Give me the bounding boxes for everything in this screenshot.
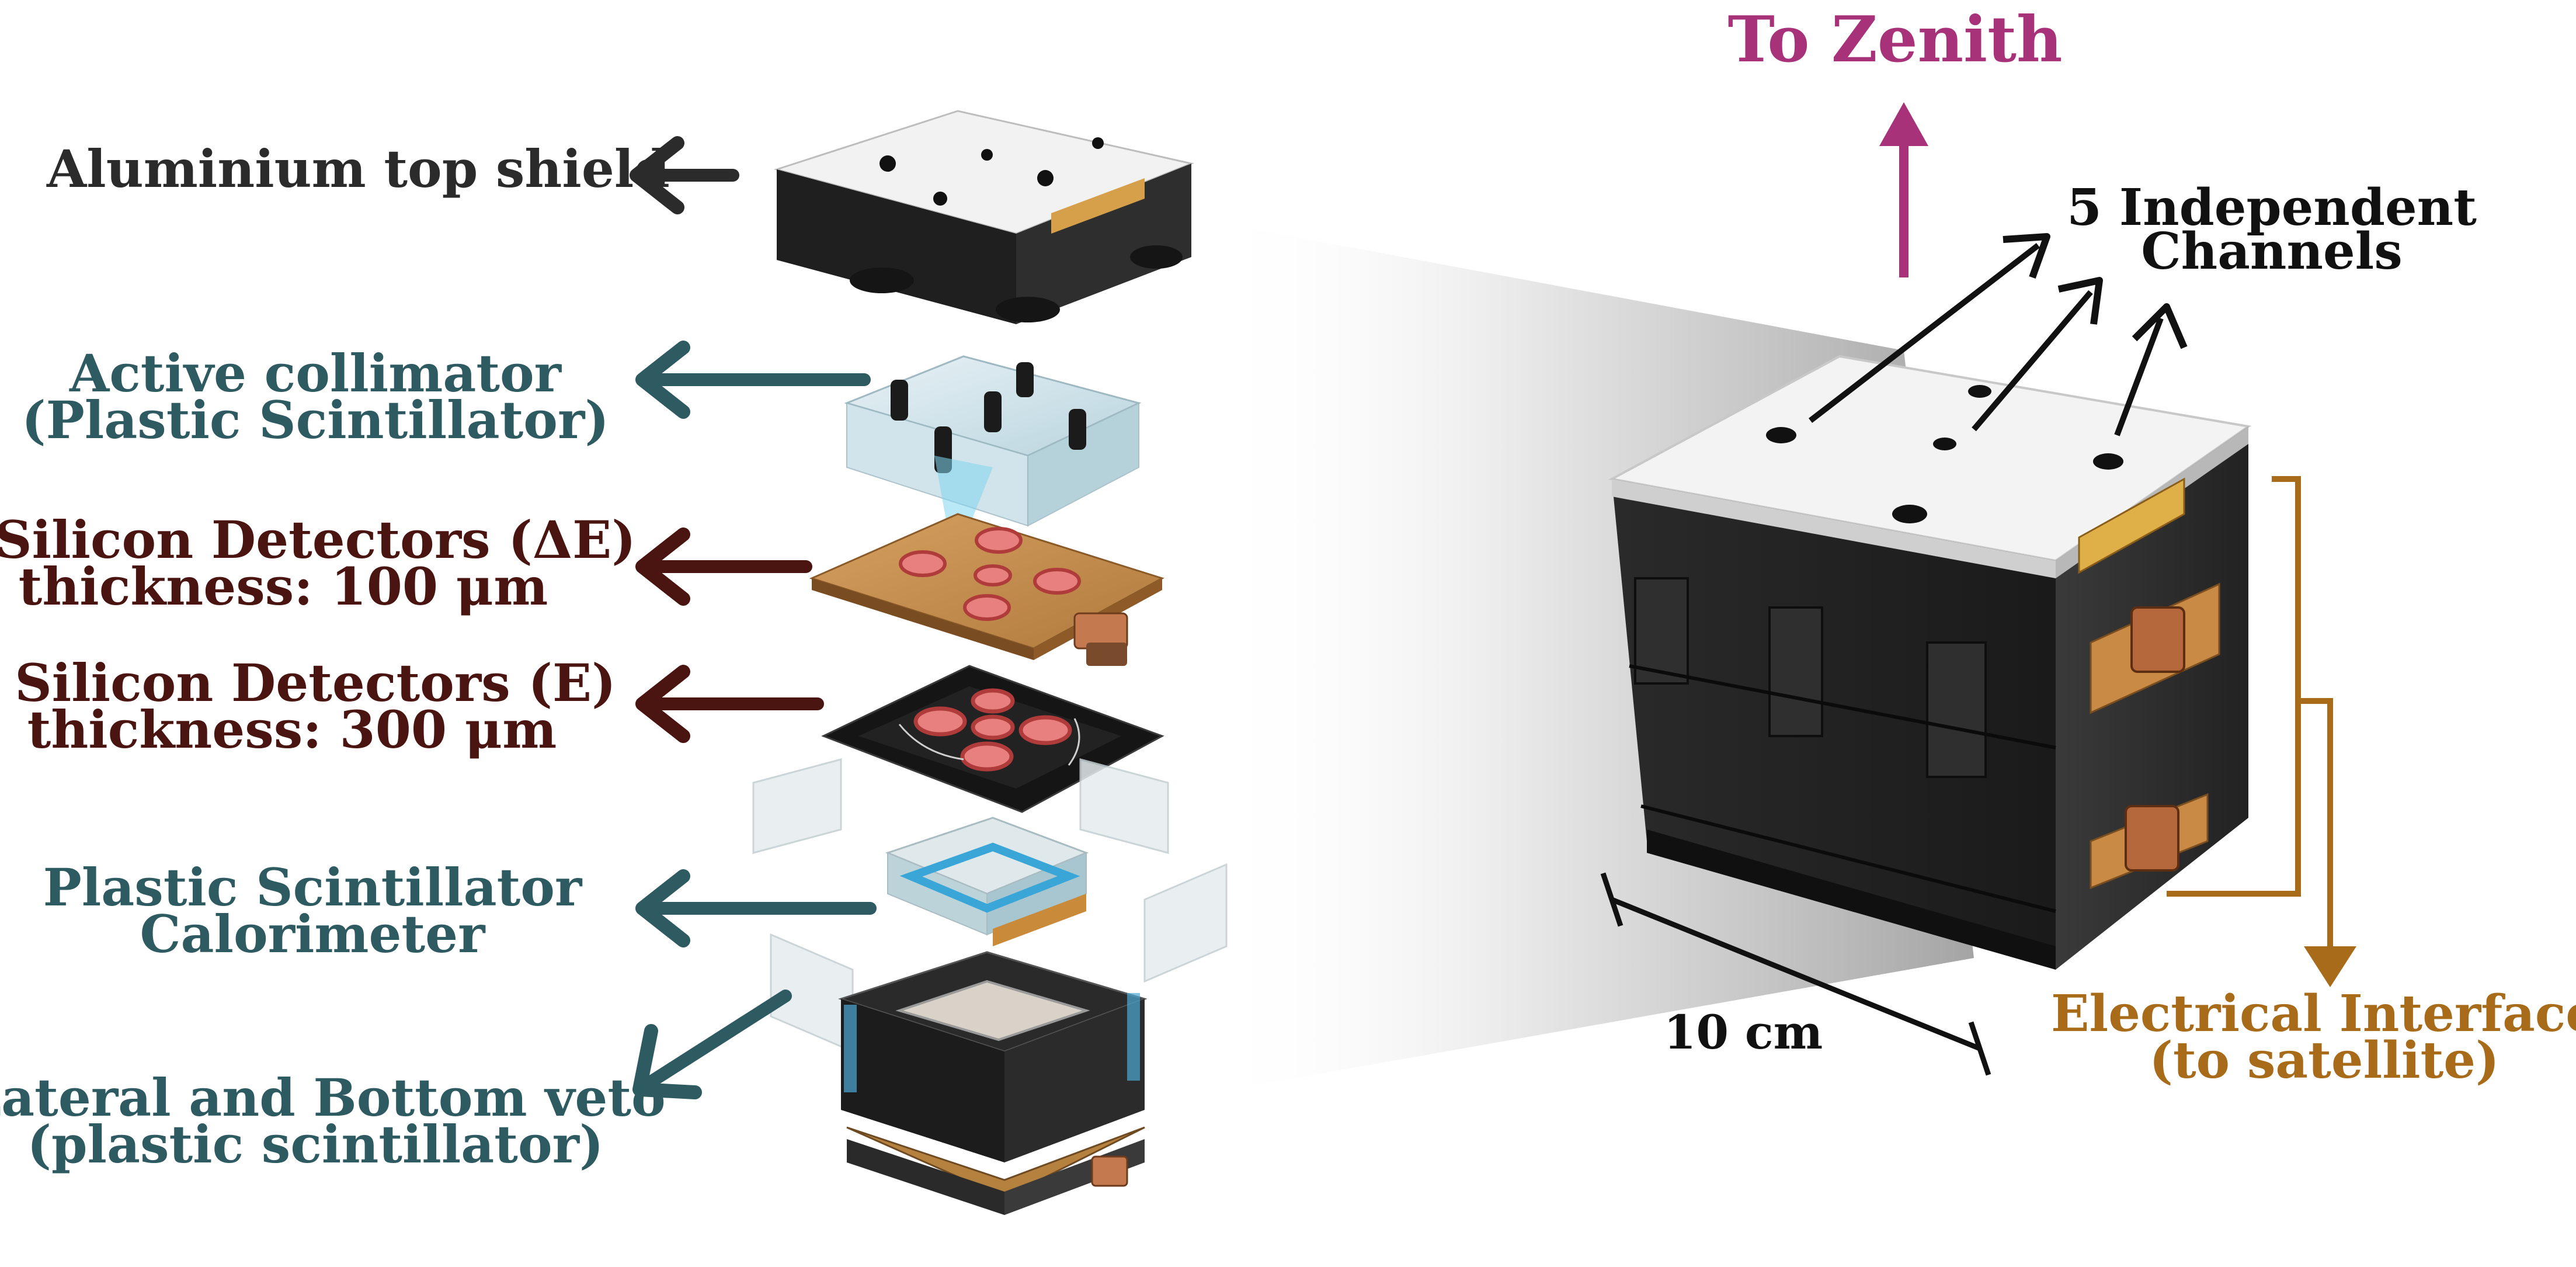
active-collimator-part bbox=[844, 355, 1142, 527]
label-zenith-line-1: To Zenith bbox=[1727, 3, 2062, 77]
label-calorimeter: Plastic Scintillator Calorimeter bbox=[43, 857, 583, 964]
veto-arrow bbox=[632, 990, 792, 1099]
label-veto: Lateral and Bottom veto (plastic scintil… bbox=[0, 1067, 666, 1175]
scale-bar bbox=[1600, 872, 1991, 1076]
label-top-shield: Aluminium top shield bbox=[46, 138, 670, 199]
zenith-arrow bbox=[1879, 102, 1928, 277]
label-interface: Electrical Interface (to satellite) bbox=[2051, 984, 2576, 1090]
calorimeter-arrow bbox=[635, 869, 877, 947]
interface-bracket bbox=[2167, 476, 2356, 987]
label-scale: 10 cm bbox=[1664, 1005, 1823, 1060]
top-shield-part bbox=[773, 110, 1195, 324]
label-zenith: To Zenith bbox=[1727, 3, 2062, 77]
label-interface-line-1: Electrical Interface bbox=[2051, 984, 2576, 1043]
label-silicon-de-line-2: thickness: 100 μm bbox=[19, 556, 548, 617]
assembled-detector bbox=[1608, 355, 2252, 970]
label-channels: 5 Independent Channels bbox=[2067, 178, 2477, 281]
label-veto-line-1: Lateral and Bottom veto bbox=[0, 1067, 666, 1128]
label-silicon-de-line-1: Silicon Detectors (ΔE) bbox=[0, 509, 636, 570]
silicon-e-board-part bbox=[821, 665, 1164, 813]
silicon-de-arrow bbox=[635, 527, 812, 606]
label-channels-line-1: 5 Independent bbox=[2067, 178, 2477, 237]
label-active-collimator-line-1: Active collimator bbox=[69, 343, 562, 404]
veto-housing-part bbox=[838, 951, 1148, 1215]
label-silicon-e: Silicon Detectors (E) thickness: 300 μm bbox=[15, 652, 616, 760]
silicon-de-board-part bbox=[809, 513, 1164, 666]
label-scale-line-1: 10 cm bbox=[1664, 1005, 1823, 1060]
label-silicon-de: Silicon Detectors (ΔE) thickness: 100 μm bbox=[0, 509, 636, 617]
label-veto-line-2: (plastic scintillator) bbox=[27, 1114, 603, 1175]
label-active-collimator: Active collimator (Plastic Scintillator) bbox=[22, 343, 609, 450]
label-silicon-e-line-1: Silicon Detectors (E) bbox=[15, 652, 616, 713]
label-interface-line-2: (to satellite) bbox=[2149, 1031, 2499, 1090]
label-calorimeter-line-1: Plastic Scintillator bbox=[43, 857, 583, 918]
top-shield-arrow bbox=[630, 136, 739, 214]
collimator-arrow bbox=[635, 341, 871, 419]
calorimeter-part bbox=[885, 817, 1089, 946]
label-calorimeter-line-2: Calorimeter bbox=[140, 904, 486, 964]
label-silicon-e-line-2: thickness: 300 μm bbox=[27, 699, 557, 760]
label-channels-line-2: Channels bbox=[2141, 222, 2403, 281]
silicon-e-arrow bbox=[635, 665, 824, 743]
label-active-collimator-line-2: (Plastic Scintillator) bbox=[22, 390, 609, 450]
channel-arrows bbox=[1808, 233, 2188, 436]
label-top-shield-line-1: Aluminium top shield bbox=[46, 138, 670, 199]
